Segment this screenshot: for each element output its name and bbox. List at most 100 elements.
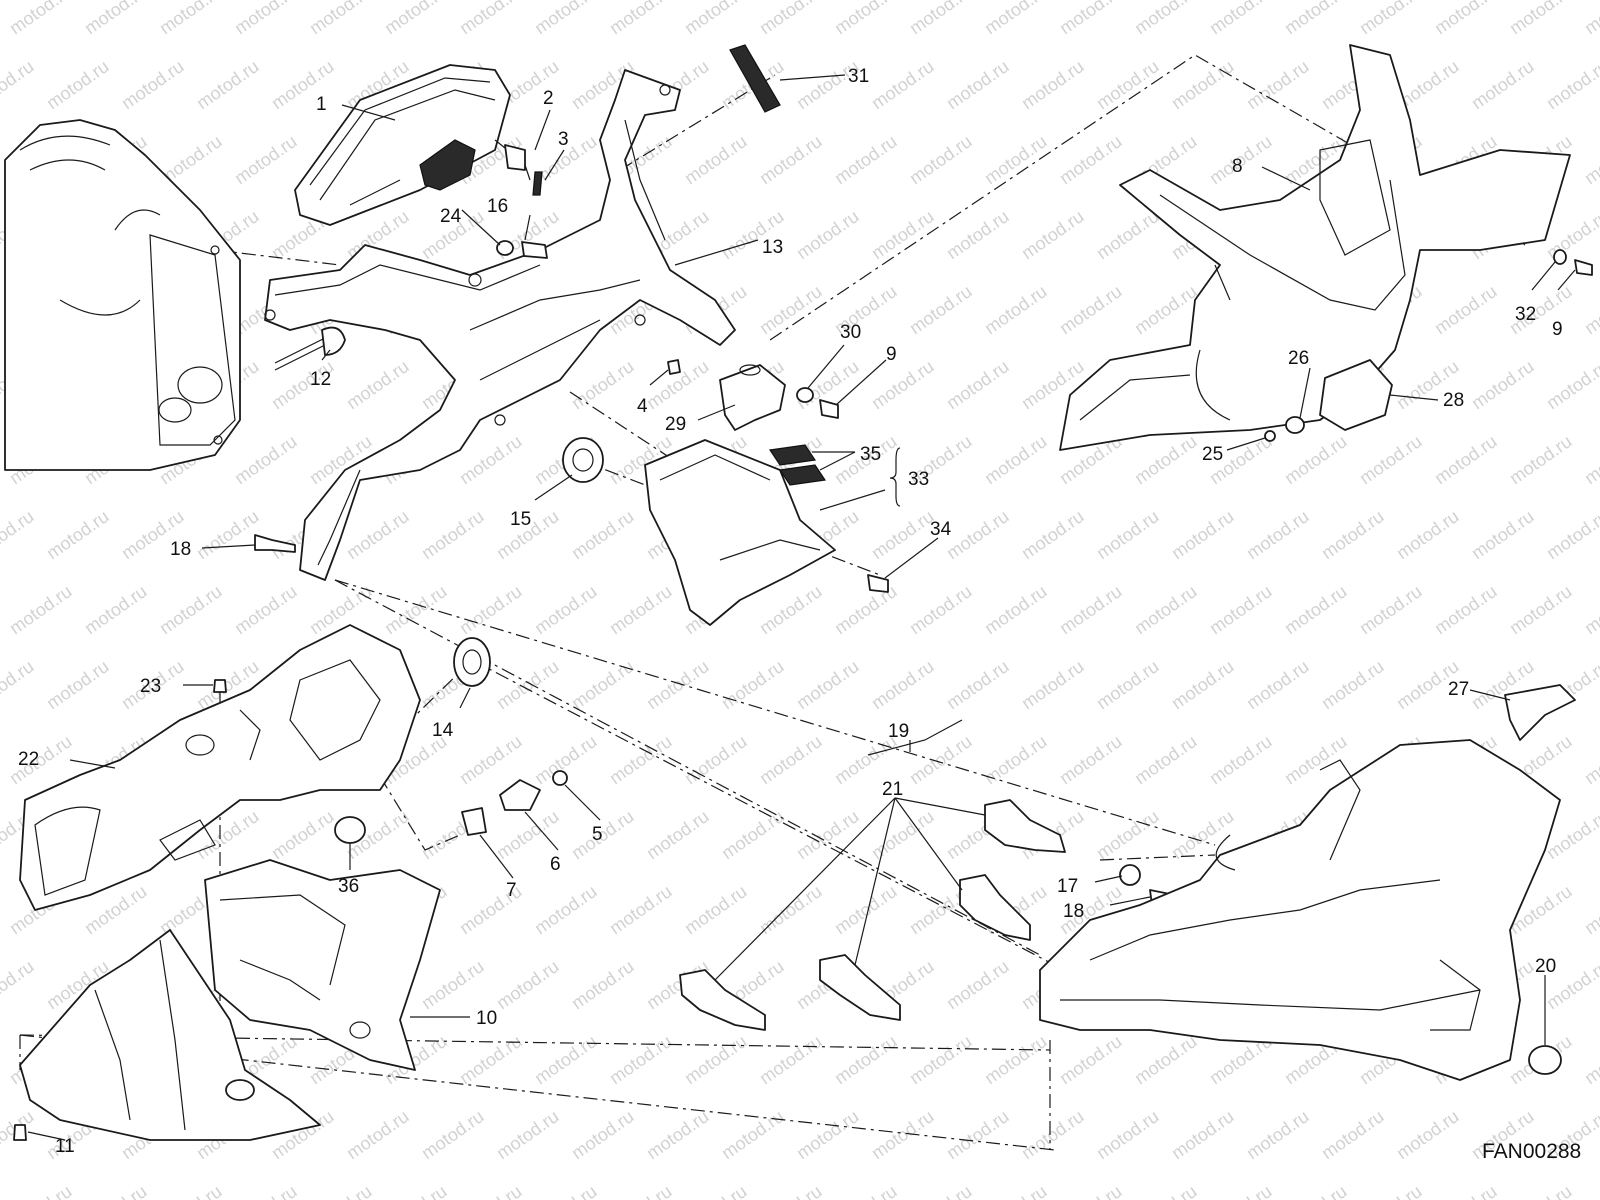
watermark-text: motod.ru bbox=[531, 1031, 601, 1088]
callout-5: 5 bbox=[592, 824, 603, 845]
watermark-text: motod.ru bbox=[906, 131, 976, 188]
callout-26: 26 bbox=[1288, 348, 1309, 369]
watermark-text: motod.ru bbox=[418, 956, 488, 1013]
watermark-text: motod.ru bbox=[43, 656, 113, 713]
watermark-text: motod.ru bbox=[456, 731, 526, 788]
callout-25: 25 bbox=[1202, 444, 1223, 465]
headlight-bulbs bbox=[679, 799, 1066, 1031]
watermark-text: motod.ru bbox=[1131, 731, 1201, 788]
watermark-text: motod.ru bbox=[1356, 581, 1426, 638]
callout-19: 19 bbox=[888, 721, 909, 742]
watermark-text: motod.ru bbox=[1543, 356, 1600, 413]
watermark-text: motod.ru bbox=[1506, 1181, 1576, 1200]
callout-4: 4 bbox=[637, 396, 648, 417]
callout-3: 3 bbox=[558, 129, 569, 150]
watermark-text: motod.ru bbox=[793, 206, 863, 263]
headlight-housing bbox=[1039, 739, 1561, 1081]
callout-23: 23 bbox=[140, 676, 161, 697]
watermark-text: motod.ru bbox=[568, 806, 638, 863]
watermark-text: motod.ru bbox=[156, 1181, 226, 1200]
watermark-text: motod.ru bbox=[456, 1031, 526, 1088]
watermark-text: motod.ru bbox=[1206, 0, 1276, 38]
watermark-text: motod.ru bbox=[981, 131, 1051, 188]
watermark-text: motod.ru bbox=[1206, 1181, 1276, 1200]
watermark-text: motod.ru bbox=[1093, 806, 1163, 863]
right-screw bbox=[1574, 259, 1593, 276]
watermark-text: motod.ru bbox=[943, 356, 1013, 413]
watermark-text: motod.ru bbox=[1581, 1031, 1600, 1088]
watermark-text: motod.ru bbox=[1243, 1106, 1313, 1163]
watermark-text: motod.ru bbox=[943, 656, 1013, 713]
watermark-text: motod.ru bbox=[756, 731, 826, 788]
watermark-text: motod.ru bbox=[6, 731, 76, 788]
callout-33: 33 bbox=[908, 469, 929, 490]
watermark-text: motod.ru bbox=[1168, 56, 1238, 113]
lamp-clip bbox=[461, 807, 487, 836]
watermark-text: motod.ru bbox=[1093, 656, 1163, 713]
watermark-text: motod.ru bbox=[43, 506, 113, 563]
watermark-text: motod.ru bbox=[343, 506, 413, 563]
watermark-text: motod.ru bbox=[193, 56, 263, 113]
watermark-text: motod.ru bbox=[681, 881, 751, 938]
watermark-text: motod.ru bbox=[81, 581, 151, 638]
callout-20: 20 bbox=[1535, 956, 1556, 977]
watermark-text: motod.ru bbox=[1206, 731, 1276, 788]
watermark-text: motod.ru bbox=[231, 581, 301, 638]
watermark-text: motod.ru bbox=[568, 656, 638, 713]
watermark-text: motod.ru bbox=[681, 731, 751, 788]
callout-2: 2 bbox=[543, 88, 554, 109]
watermark-text: motod.ru bbox=[1318, 1106, 1388, 1163]
watermark-text: motod.ru bbox=[0, 956, 37, 1013]
watermark-text: motod.ru bbox=[1318, 656, 1388, 713]
watermark-text: motod.ru bbox=[1431, 431, 1501, 488]
watermark-text: motod.ru bbox=[343, 1106, 413, 1163]
watermark-text: motod.ru bbox=[981, 281, 1051, 338]
watermark-text: motod.ru bbox=[231, 1181, 301, 1200]
callout-17: 17 bbox=[1057, 876, 1078, 897]
watermark-text: motod.ru bbox=[831, 0, 901, 38]
watermark-text: motod.ru bbox=[418, 1106, 488, 1163]
watermark-text: motod.ru bbox=[1243, 56, 1313, 113]
watermark-text: motod.ru bbox=[1431, 581, 1501, 638]
callout-14: 14 bbox=[432, 720, 454, 741]
leader-lines bbox=[27, 74, 1576, 1141]
housing-bracket bbox=[1504, 684, 1576, 741]
watermark-text: motod.ru bbox=[306, 0, 376, 38]
fairing-nut bbox=[1264, 430, 1276, 442]
callout-1: 1 bbox=[316, 94, 327, 115]
watermark-text: motod.ru bbox=[531, 581, 601, 638]
watermark-text: motod.ru bbox=[906, 731, 976, 788]
callout-34: 34 bbox=[930, 519, 952, 540]
watermark-text: motod.ru bbox=[643, 806, 713, 863]
watermark-text: motod.ru bbox=[981, 0, 1051, 38]
watermark-text: motod.ru bbox=[1581, 581, 1600, 638]
watermark-text: motod.ru bbox=[943, 206, 1013, 263]
watermark-text: motod.ru bbox=[1243, 506, 1313, 563]
watermark-text: motod.ru bbox=[0, 56, 37, 113]
watermark-text: motod.ru bbox=[831, 1031, 901, 1088]
callout-6: 6 bbox=[550, 854, 561, 875]
watermark-text: motod.ru bbox=[1131, 1031, 1201, 1088]
fairing-washer bbox=[1285, 416, 1305, 434]
watermark-text: motod.ru bbox=[6, 581, 76, 638]
callout-9-right: 9 bbox=[1552, 319, 1563, 340]
callout-8: 8 bbox=[1232, 156, 1243, 177]
watermark-text: motod.ru bbox=[1356, 1181, 1426, 1200]
watermark-text: motod.ru bbox=[868, 56, 938, 113]
frame-bolt bbox=[274, 326, 346, 371]
watermark-text: motod.ru bbox=[981, 581, 1051, 638]
watermark-text: motod.ru bbox=[1581, 1181, 1600, 1200]
rubber-grommet bbox=[562, 437, 604, 483]
watermark-text: motod.ru bbox=[718, 806, 788, 863]
watermark-text: motod.ru bbox=[906, 1031, 976, 1088]
grommet-14 bbox=[453, 637, 491, 687]
watermark-text: motod.ru bbox=[6, 0, 76, 38]
watermark-text: motod.ru bbox=[1093, 56, 1163, 113]
watermark-text: motod.ru bbox=[1393, 506, 1463, 563]
callout-27: 27 bbox=[1448, 679, 1469, 700]
watermark-text: motod.ru bbox=[1093, 1106, 1163, 1163]
watermark-text: motod.ru bbox=[568, 506, 638, 563]
watermark-text: motod.ru bbox=[1168, 506, 1238, 563]
watermark-text: motod.ru bbox=[906, 581, 976, 638]
watermark-text: motod.ru bbox=[1131, 581, 1201, 638]
